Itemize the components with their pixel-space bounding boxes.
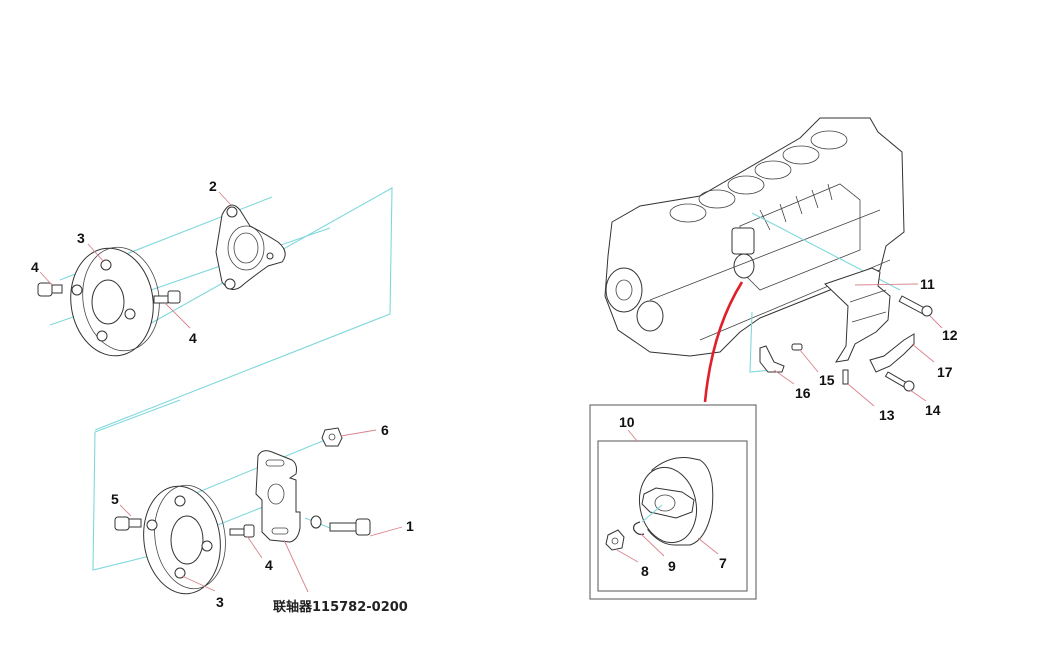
flange-disc-part [143, 484, 226, 595]
lower-coupling-assembly: 6 5 1 4 3 联轴器115782-0200 [92, 399, 414, 615]
leader-line [283, 539, 309, 593]
part-label-16: 16 [795, 385, 811, 401]
upper-coupling-assembly: 2 3 4 4 [31, 178, 393, 431]
leader-line [911, 343, 935, 363]
bolt-part [329, 518, 371, 536]
nut-part [605, 529, 625, 551]
cover-plate-part [824, 267, 891, 363]
bolt-part [229, 524, 255, 538]
part-label-1: 1 [406, 518, 414, 534]
part-label-4: 4 [31, 259, 39, 275]
bracket-part [759, 345, 785, 373]
bracket-part [869, 333, 915, 373]
leader-line [773, 369, 795, 385]
part-label-3: 3 [216, 594, 224, 610]
leader-line [181, 575, 216, 592]
leader-line [640, 533, 665, 557]
leader-line [164, 302, 191, 329]
clip-part [633, 521, 645, 536]
inset-outer-frame [589, 404, 757, 600]
part-label-3: 3 [77, 230, 85, 246]
bolt-part [898, 295, 933, 317]
coupling-part-number-caption: 联轴器115782-0200 [273, 599, 408, 615]
alignment-line [749, 311, 773, 373]
part-label-17: 17 [937, 364, 953, 380]
leader-line [929, 315, 943, 329]
leader-line [218, 191, 232, 206]
inset-inner-frame [597, 440, 748, 592]
washer-part [310, 515, 322, 529]
part-label-15: 15 [819, 372, 835, 388]
bolt-part [153, 290, 181, 304]
leader-line [799, 349, 819, 373]
alignment-line [92, 399, 181, 571]
bolt-part [37, 282, 63, 297]
leader-line [340, 429, 377, 437]
leader-line [369, 526, 403, 537]
nut-part [321, 427, 343, 447]
coupling-yoke-part [255, 450, 301, 543]
part-label-6: 6 [381, 422, 389, 438]
leader-line [697, 537, 719, 555]
part-label-9: 9 [668, 558, 676, 574]
bolt-part [114, 516, 142, 531]
leader-line [627, 429, 639, 443]
bolt-part [791, 343, 803, 351]
engine-block-assembly: 11 12 17 15 16 13 14 [604, 117, 958, 423]
leader-line [119, 504, 132, 517]
part-label-12: 12 [942, 327, 958, 343]
part-label-13: 13 [879, 407, 895, 423]
flange-disc-part [70, 246, 160, 357]
part-label-11: 11 [920, 276, 935, 292]
leader-line [909, 389, 927, 402]
part-label-7: 7 [719, 555, 727, 571]
part-label-8: 8 [641, 563, 649, 579]
leader-line [616, 549, 639, 563]
part-label-10: 10 [619, 414, 635, 430]
part-label-4: 4 [189, 330, 197, 346]
callout-arrow [703, 281, 744, 403]
bolt-part [842, 369, 849, 385]
part-label-5: 5 [111, 491, 119, 507]
leader-line [854, 283, 919, 286]
leader-line [39, 271, 53, 286]
bolt-part [884, 371, 915, 392]
leader-line [246, 535, 263, 559]
alignment-line [641, 504, 663, 523]
part-label-4: 4 [265, 557, 273, 573]
leader-line [847, 383, 875, 407]
engine-block-part [604, 117, 905, 357]
hub-part [215, 204, 286, 290]
leader-line [87, 243, 105, 263]
detail-inset: 10 7 8 9 [589, 404, 757, 600]
part-label-2: 2 [209, 178, 217, 194]
drum-part [638, 457, 714, 546]
part-label-14: 14 [925, 402, 941, 418]
